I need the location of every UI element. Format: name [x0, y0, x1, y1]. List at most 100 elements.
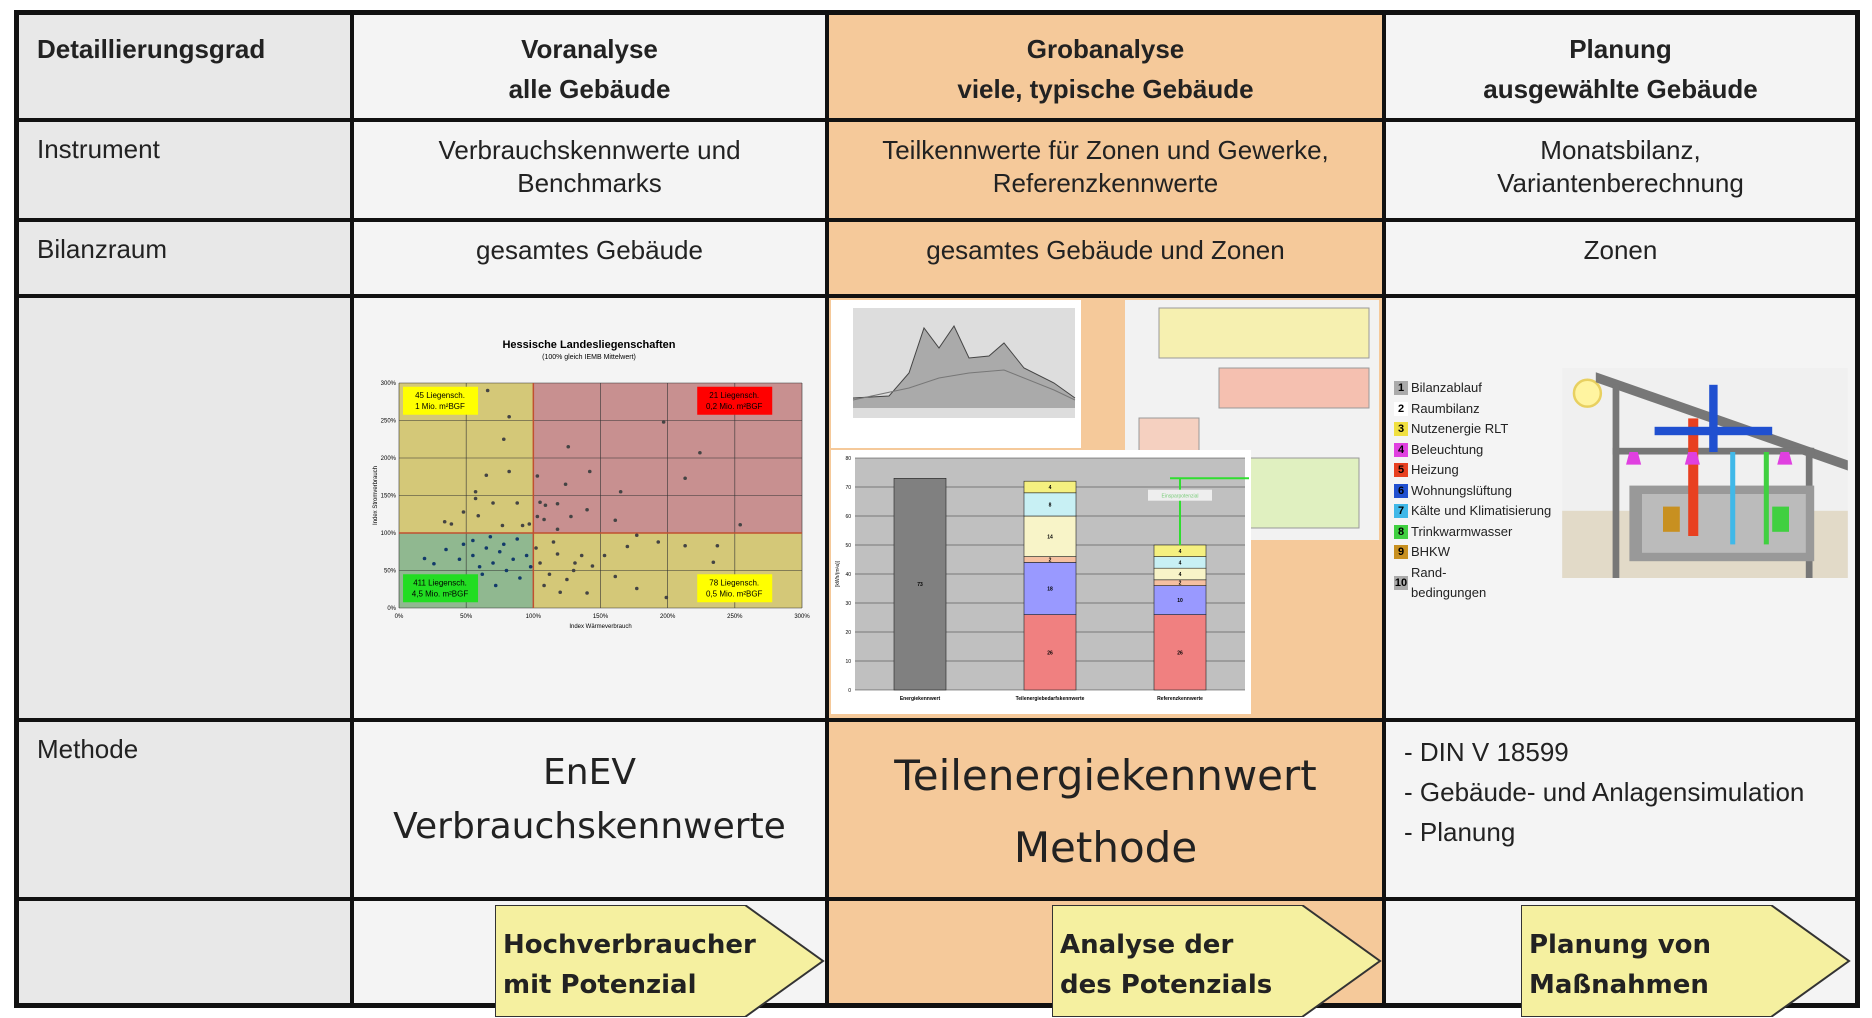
- data-point: [473, 489, 478, 494]
- methode-planung: - DIN V 18599- Gebäude- und Anlagensimul…: [1386, 722, 1855, 897]
- data-point: [698, 450, 702, 455]
- label-text: 411 Liegensch.: [413, 578, 467, 587]
- arrow-text: mit Potenzial: [503, 970, 697, 1000]
- y-tick-label: 50%: [384, 569, 397, 575]
- data-point: [442, 519, 447, 524]
- data-point: [520, 523, 525, 528]
- data-point: [711, 560, 716, 565]
- data-point: [661, 420, 666, 424]
- data-point: [551, 540, 556, 544]
- x-tick-label: 50%: [460, 614, 473, 620]
- text-line: EnEV: [543, 752, 636, 793]
- data-point: [493, 583, 498, 588]
- scatter-cell: Hessische Landesliegenschaften(100% glei…: [354, 298, 825, 718]
- text-line: Variantenberechnung: [1497, 168, 1744, 198]
- bar-segment: [1023, 480, 1077, 494]
- data-point: [432, 561, 436, 566]
- arrow-text: Maßnahmen: [1529, 970, 1709, 1000]
- load-profile-chart: [831, 300, 1081, 448]
- data-label: 26: [1047, 650, 1053, 656]
- data-point: [613, 518, 618, 523]
- header-title: Voranalyse: [521, 34, 658, 64]
- arrow-text: Planung von: [1529, 930, 1712, 960]
- data-label: 10: [1177, 598, 1183, 604]
- data-label: 4: [1049, 485, 1052, 491]
- data-point: [613, 574, 618, 579]
- legend-text: Trinkwarmwasser: [1411, 523, 1513, 539]
- quadrant-label: 21 Liegensch.0,2 Mio. m²BGF: [697, 386, 773, 415]
- methode-voranalyse: EnEV Verbrauchskennwerte: [354, 722, 825, 897]
- data-point: [715, 543, 720, 548]
- row-label-images: [19, 298, 350, 718]
- annotation-text: Einsparpotenzial: [1162, 494, 1199, 500]
- text-line: Benchmarks: [517, 168, 662, 198]
- data-point: [587, 469, 592, 474]
- house-diagram: [1562, 368, 1848, 578]
- legend-swatch: 10: [1394, 576, 1408, 590]
- scatter-chart: Hessische Landesliegenschaften(100% glei…: [373, 339, 810, 630]
- data-point: [625, 544, 630, 549]
- bar-segment: [1023, 614, 1077, 691]
- data-label: 73: [917, 582, 923, 588]
- bilanzraum-planung: Zonen: [1386, 222, 1855, 294]
- x-tick-label: 200%: [660, 614, 676, 620]
- data-point: [664, 595, 669, 600]
- data-point: [518, 576, 522, 580]
- quadrant-label: 411 Liegensch.4,5 Mio. m²BGF: [403, 574, 479, 603]
- data-label: 8: [1049, 502, 1052, 508]
- data-point: [585, 507, 589, 512]
- data-label: 4: [1179, 560, 1182, 566]
- y-tick-label: 200%: [381, 456, 397, 462]
- legend-text: Raumbilanz: [1411, 400, 1480, 416]
- text-line: Referenzkennwerte: [992, 168, 1219, 198]
- legend-text: Heizung: [1411, 462, 1459, 477]
- x-tick-label: 250%: [727, 614, 743, 620]
- y-tick-label: 30: [845, 601, 851, 607]
- legend-swatch: 1: [1394, 381, 1408, 396]
- legend-text: Wohnungslüftung: [1411, 482, 1512, 498]
- x-tick-label: Energiekennwert: [900, 696, 941, 702]
- arrow-text: des Potenzials: [1060, 970, 1273, 1000]
- header-detaillierungsgrad: Detaillierungsgrad: [19, 15, 350, 118]
- bilanzraum-grobanalyse: gesamtes Gebäude und Zonen: [829, 222, 1382, 294]
- data-point: [542, 583, 546, 588]
- text-line: Monatsbilanz,: [1540, 135, 1701, 165]
- header-subtitle: ausgewählte Gebäude: [1483, 74, 1758, 104]
- data-point: [471, 553, 475, 558]
- data-point: [555, 552, 560, 556]
- list-item: - DIN V 18599: [1404, 737, 1569, 767]
- data-point: [422, 556, 427, 561]
- data-point: [542, 517, 546, 522]
- grobanalyse-figures: 01020304050607080[kWh/(m²a)]73Energieken…: [831, 300, 1379, 714]
- data-point: [511, 557, 515, 562]
- x-tick-label: 300%: [794, 614, 810, 620]
- row-label-bilanzraum: Bilanzraum: [19, 222, 350, 294]
- y-tick-label: 100%: [381, 531, 397, 537]
- y-axis-label: Index Stromverbrauch: [373, 466, 379, 525]
- bar-segment: [893, 478, 947, 691]
- data-point: [507, 414, 511, 419]
- data-point: [634, 533, 639, 538]
- label-text: 78 Liegensch.: [709, 578, 759, 587]
- row-label-instrument: Instrument: [19, 122, 350, 218]
- text-line: Methode: [1013, 823, 1198, 872]
- data-point: [477, 564, 482, 569]
- label-text: 45 Liegensch.: [415, 391, 465, 400]
- data-label: 26: [1177, 650, 1183, 656]
- data-point: [491, 501, 495, 505]
- data-point: [683, 476, 687, 481]
- data-point: [476, 513, 481, 518]
- text-line: Verbrauchskennwerte: [393, 806, 786, 847]
